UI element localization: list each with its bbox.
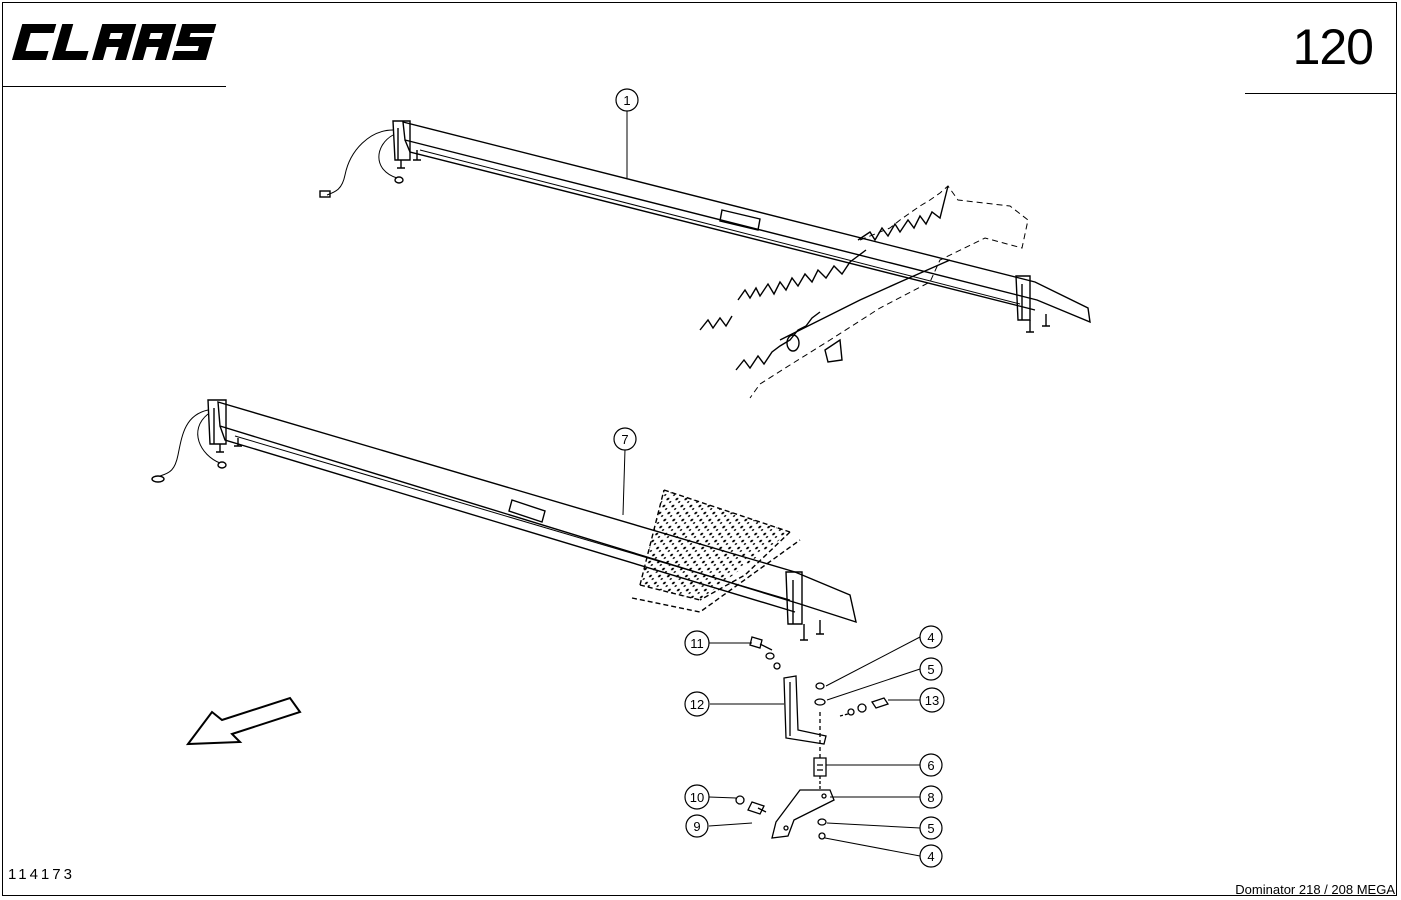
callout-label: 6 [927, 758, 934, 773]
callout-label: 4 [927, 849, 934, 864]
callout-leaders [622, 110, 921, 857]
callout-9: 9 [685, 814, 709, 838]
logo-underline [2, 86, 226, 87]
callout-7: 7 [613, 427, 637, 451]
callout-1: 1 [615, 88, 639, 112]
callout-label: 1 [623, 93, 630, 108]
callout-label: 4 [927, 630, 934, 645]
callout-label: 9 [693, 819, 700, 834]
callout-label: 8 [927, 790, 934, 805]
page-number-underline [1245, 93, 1397, 94]
callout-label: 10 [690, 790, 704, 805]
callout-label: 5 [927, 821, 934, 836]
model-label: Dominator 218 / 208 MEGA [1235, 882, 1395, 897]
callout-5-upper: 5 [919, 657, 943, 681]
callout-8: 8 [919, 785, 943, 809]
callout-4-upper: 4 [919, 625, 943, 649]
callout-10: 10 [684, 784, 710, 810]
exploded-fasteners [735, 636, 890, 840]
drawing-number: 114173 [8, 866, 75, 883]
callout-label: 12 [690, 697, 704, 712]
callout-11: 11 [684, 630, 710, 656]
callout-6: 6 [919, 753, 943, 777]
direction-arrow-icon [185, 696, 302, 746]
callout-label: 11 [690, 636, 704, 651]
callout-label: 7 [621, 432, 628, 447]
claas-logo [11, 24, 217, 60]
callout-4-lower: 4 [919, 844, 943, 868]
page-number: 120 [1292, 19, 1374, 75]
upper-rail-assembly [319, 120, 1091, 399]
callout-label: 13 [925, 693, 939, 708]
callout-13: 13 [919, 687, 945, 713]
callout-label: 5 [927, 662, 934, 677]
callout-12: 12 [684, 691, 710, 717]
callout-5-lower: 5 [919, 816, 943, 840]
lower-rail-assembly [151, 399, 857, 641]
